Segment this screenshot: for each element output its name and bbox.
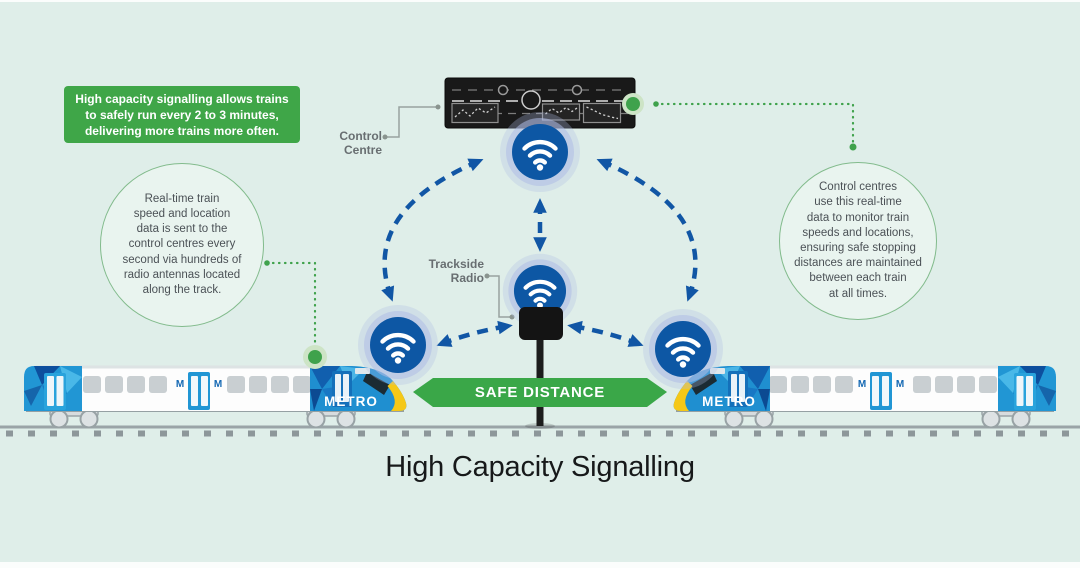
info-bubble-left: Real-time train speed and location data … xyxy=(100,163,264,327)
bubble-line: use this real-time xyxy=(814,196,902,209)
bubble-line: Control centres xyxy=(819,181,897,194)
bubble-line: Real-time train xyxy=(144,192,220,205)
bubble-line: distances are maintained xyxy=(794,257,922,270)
m-logo: M xyxy=(214,379,222,390)
bubble-line: radio antennas located xyxy=(123,268,241,281)
bubble-line: speeds and locations, xyxy=(802,226,914,239)
wifi-icon-left xyxy=(358,305,438,385)
m-logo: M xyxy=(176,379,184,390)
m-logo: M xyxy=(896,379,904,390)
connector-right-bubble xyxy=(654,102,855,144)
arrow-left-arc xyxy=(381,158,484,302)
metro-wordmark-left: METRO xyxy=(324,394,378,409)
trackside-radio-label: Trackside Radio xyxy=(428,257,484,285)
connector-dot xyxy=(484,273,490,279)
control-centre-label: Control Centre xyxy=(339,129,382,157)
bubble-line: ensuring safe stopping xyxy=(800,242,916,254)
safe-distance-banner xyxy=(413,378,667,407)
bubble-line: between each train xyxy=(809,272,907,285)
callout-line: High capacity signalling allows trains xyxy=(75,91,289,106)
arrow-right-arc xyxy=(596,158,699,302)
bubble-line: data is sent to the xyxy=(136,223,228,236)
connector-control-centre xyxy=(385,106,438,138)
connector-dot xyxy=(653,101,659,107)
metro-wordmark-right: METRO xyxy=(702,394,756,409)
connector-dot xyxy=(435,104,441,110)
bottom-edge xyxy=(0,562,1080,568)
bubble-line: along the track. xyxy=(142,284,222,296)
safe-distance-banner-label: SAFE DISTANCE xyxy=(474,384,606,401)
callout-line: delivering more trains more often. xyxy=(84,123,280,138)
page-title: High Capacity Signalling xyxy=(385,451,695,483)
connector-dot xyxy=(264,260,270,266)
bubble-line: at all times. xyxy=(828,287,888,300)
green-antenna-dot xyxy=(622,93,644,115)
bubble-line: control centres every xyxy=(128,238,236,251)
arrow-left-horizontal xyxy=(436,320,513,347)
callout-box: High capacity signalling allows trains t… xyxy=(64,86,300,143)
bubble-line: second via hundreds of xyxy=(122,253,242,266)
callout-line: to safely run every 2 to 3 minutes, xyxy=(85,107,279,122)
m-logo: M xyxy=(858,379,866,390)
connector-trackside-radio xyxy=(487,275,512,318)
connector-dot xyxy=(382,134,388,140)
arrow-right-horizontal xyxy=(567,320,644,347)
top-edge xyxy=(0,0,1080,2)
bubble-line: speed and location xyxy=(133,207,231,220)
connector-left-bubble xyxy=(265,261,317,347)
connector-dot xyxy=(849,143,857,151)
green-antenna-dot xyxy=(303,345,327,369)
trackside-radio-box xyxy=(519,307,563,429)
info-bubble-right: Control centres use this real-time data … xyxy=(779,162,937,320)
wifi-icon-right xyxy=(643,309,723,389)
wifi-icon-top xyxy=(500,112,580,192)
bubble-line: data to monitor train xyxy=(806,211,910,224)
railway-track xyxy=(0,425,1080,437)
